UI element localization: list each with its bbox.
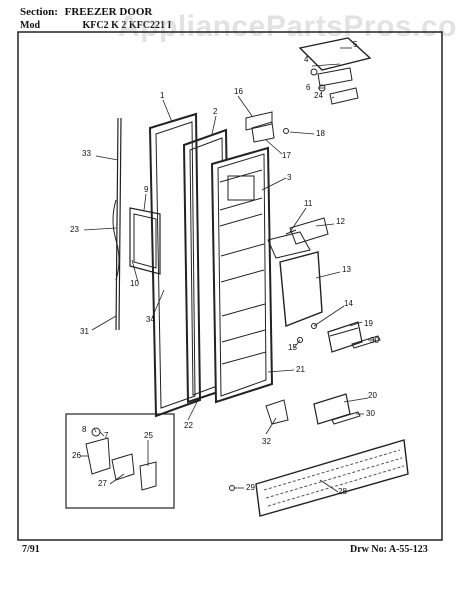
callout-32: 32 (262, 437, 271, 446)
leader-lines (80, 47, 376, 493)
part-top-hinge-bracket (298, 37, 372, 71)
model-numbers: KFC2 K 2 KFC221 I (82, 20, 172, 31)
part-handle-rod (115, 117, 122, 331)
callout-15: 15 (288, 343, 297, 352)
callout-16: 16 (234, 87, 243, 96)
part-door-liner (210, 146, 274, 404)
part-door-bin-upper-lip (329, 327, 359, 337)
part-dispenser-housing (289, 217, 329, 245)
callout-7: 7 (104, 431, 109, 440)
part-screw-14 (311, 323, 317, 329)
callout-20: 20 (368, 391, 377, 400)
model-label: Mod (20, 20, 40, 31)
part-washer (310, 68, 318, 76)
callout-19: 19 (364, 319, 373, 328)
callout-30: 30 (370, 336, 379, 345)
callout-31: 31 (80, 327, 89, 336)
part-dispenser-chute (279, 251, 323, 327)
callout-22: 22 (184, 421, 193, 430)
callout-1: 1 (160, 91, 165, 100)
model-heading: Mod KFC2 K 2 KFC221 I (20, 20, 171, 31)
callout-2: 2 (213, 107, 218, 116)
callout-12: 12 (336, 217, 345, 226)
part-shim (329, 87, 359, 105)
part-dispenser-opening (227, 175, 255, 201)
part-spring-11 (285, 229, 297, 235)
callout-8: 8 (82, 425, 87, 434)
callout-34: 34 (146, 315, 155, 324)
part-door-bin-upper (327, 321, 363, 353)
part-door-outer (148, 112, 202, 418)
callout-9: 9 (144, 185, 149, 194)
part-hinge-block (251, 121, 275, 143)
footer-date: 7/91 (22, 544, 40, 555)
callout-30: 30 (366, 409, 375, 418)
part-trim-panel (129, 207, 161, 275)
footer-drawing-number: Drw No: A-55-123 (350, 544, 428, 555)
callout-6: 6 (306, 83, 311, 92)
callout-5: 5 (353, 40, 358, 49)
callout-14: 14 (344, 299, 353, 308)
part-hinge-pin (245, 111, 273, 131)
part-trim-strip-upper (351, 335, 381, 349)
callout-10: 10 (130, 279, 139, 288)
callout-18: 18 (316, 129, 325, 138)
callout-28: 28 (338, 487, 347, 496)
callout-25: 25 (144, 431, 153, 440)
part-toe-grille (255, 439, 409, 517)
inset-hinge-detail (65, 413, 175, 509)
callout-13: 13 (342, 265, 351, 274)
callout-26: 26 (72, 451, 81, 460)
part-dispenser-cover (267, 231, 311, 259)
part-lower-hinge (85, 437, 111, 475)
part-hinge-plate (111, 453, 135, 481)
callout-11: 11 (304, 199, 313, 208)
callout-29: 29 (246, 483, 255, 492)
part-door-bin-lower (313, 393, 351, 425)
part-trim-panel-inner (133, 213, 157, 269)
callout-21: 21 (296, 365, 305, 374)
callout-24: 24 (314, 91, 323, 100)
part-shelf-clip (265, 399, 289, 425)
watermark: AppliancePartsPros.com (118, 10, 458, 43)
callout-4: 4 (304, 55, 309, 64)
callout-17: 17 (282, 151, 291, 160)
part-screw-29 (229, 485, 235, 491)
callout-3: 3 (287, 173, 292, 182)
part-door-outer-inner (155, 121, 196, 409)
section-label: Section: (20, 6, 58, 18)
part-screw-15 (297, 337, 303, 343)
callout-33: 33 (82, 149, 91, 158)
callout-27: 27 (98, 479, 107, 488)
part-handle-grip (112, 199, 120, 281)
part-hinge-bracket (139, 461, 157, 491)
callout-23: 23 (70, 225, 79, 234)
part-door-liner-inner (217, 153, 267, 397)
part-toe-grille-slots (263, 449, 405, 507)
callout-numbers: 1234567891011121314151617181920212223242… (70, 40, 379, 496)
part-bushing (317, 67, 353, 87)
section-title: FREEZER DOOR (64, 6, 153, 18)
section-heading: Section: FREEZER DOOR (20, 6, 152, 18)
part-screw-18 (283, 128, 289, 134)
